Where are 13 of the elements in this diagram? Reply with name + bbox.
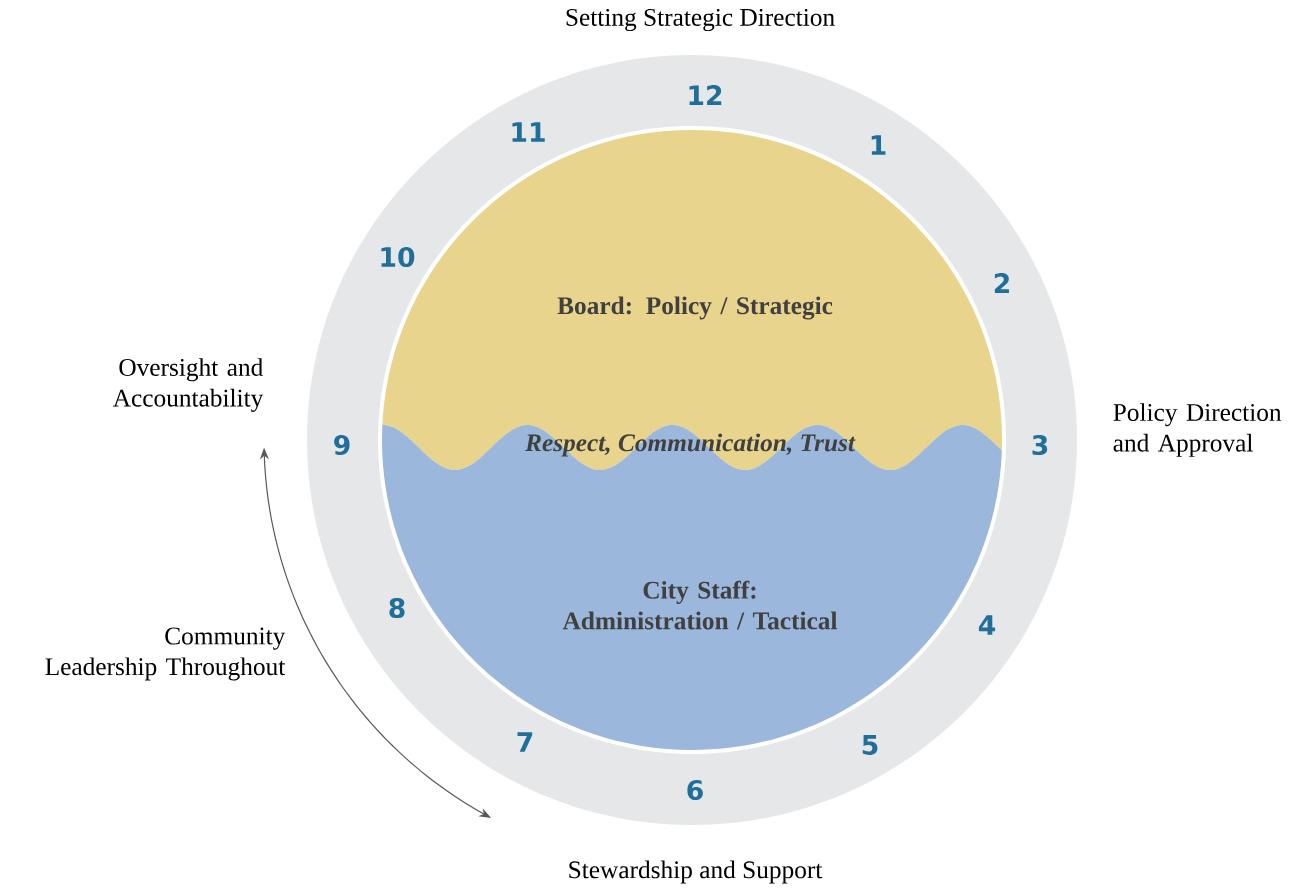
clock-number: 8: [389, 597, 405, 619]
clock-number: 9: [334, 434, 350, 456]
phase-label: Oversight and Accountability: [113, 358, 264, 412]
clock-number: 1: [871, 135, 886, 155]
clock-number: 7: [517, 732, 533, 752]
phase-label: Stewardship and Support: [569, 860, 823, 884]
motto-text: Respect, Communication, Trust: [525, 433, 856, 457]
phase-label: Setting Strategic Direction: [566, 8, 835, 32]
clock-number: 10: [381, 246, 415, 268]
clock-number: 3: [1032, 434, 1048, 456]
phase-label: Community Leadership Throughout: [45, 627, 286, 681]
phase-label: Policy Direction and Approval: [1113, 403, 1282, 457]
clock-number: 4: [978, 615, 996, 635]
